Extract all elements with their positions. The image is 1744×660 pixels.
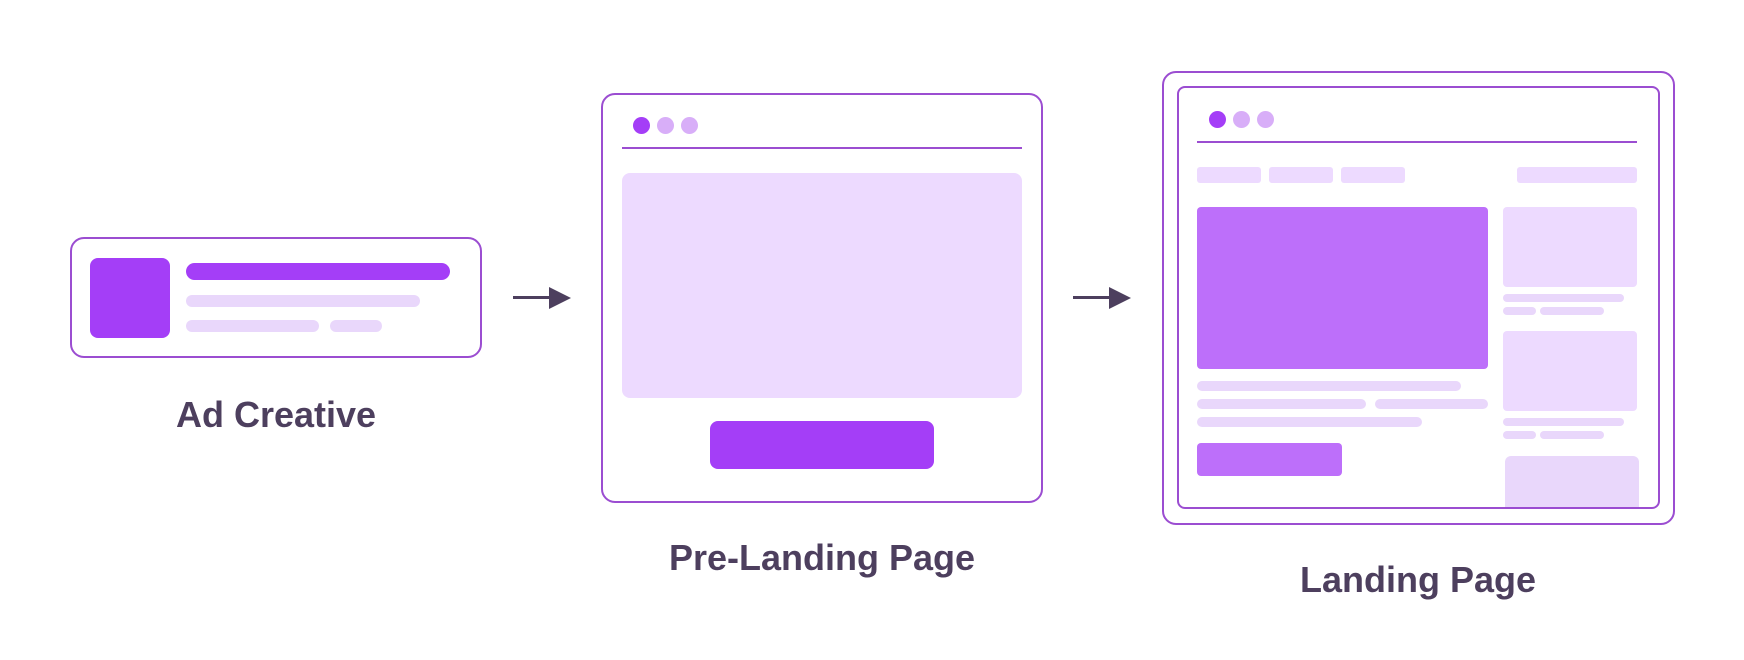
hero-image-placeholder (1197, 207, 1488, 369)
sidebar-card-placeholder (1505, 456, 1639, 507)
ad-creative-headline-bar (186, 263, 450, 280)
flow-arrow-head-icon (1109, 287, 1131, 309)
stage-label-landing-page: Landing Page (1299, 559, 1537, 600)
flow-arrow-head-icon (549, 287, 571, 309)
nav-item-placeholder (1197, 167, 1261, 183)
window-control-dot-icon (1233, 111, 1250, 128)
sidebar-text-bar (1503, 418, 1624, 426)
sidebar-text-bar (1503, 307, 1536, 315)
content-text-bar (1375, 399, 1488, 409)
flow-arrow-shaft (1073, 296, 1109, 299)
flow-arrow-shaft (513, 296, 549, 299)
pre-landing-content-placeholder (622, 173, 1022, 398)
nav-item-placeholder (1341, 167, 1405, 183)
window-control-dot-icon (1209, 111, 1226, 128)
sidebar-text-bar (1540, 307, 1604, 315)
content-text-bar (1197, 381, 1461, 391)
sidebar-text-bar (1540, 431, 1604, 439)
content-text-bar (1197, 417, 1422, 427)
sidebar-text-bar (1503, 431, 1536, 439)
window-control-dot-icon (1257, 111, 1274, 128)
landing-cta-button-placeholder (1197, 443, 1342, 476)
ad-creative-image-placeholder (90, 258, 170, 338)
stage-label-ad-creative: Ad Creative (175, 394, 377, 435)
ad-creative-text-bar-tiny (330, 320, 382, 332)
nav-item-placeholder (1269, 167, 1333, 183)
sidebar-card-placeholder (1503, 207, 1637, 287)
window-control-dot-icon (633, 117, 650, 134)
nav-search-placeholder (1517, 167, 1637, 183)
sidebar-text-bar (1503, 294, 1624, 302)
content-text-bar (1197, 399, 1366, 409)
browser-toolbar-divider (1197, 141, 1637, 143)
sidebar-card-placeholder (1503, 331, 1637, 411)
ad-creative-text-bar-short (186, 320, 319, 332)
pre-landing-cta-button-placeholder (710, 421, 934, 469)
browser-toolbar-divider (622, 147, 1022, 149)
ad-creative-text-bar (186, 295, 420, 307)
stage-label-pre-landing-page: Pre-Landing Page (668, 537, 976, 578)
window-control-dot-icon (657, 117, 674, 134)
window-control-dot-icon (681, 117, 698, 134)
